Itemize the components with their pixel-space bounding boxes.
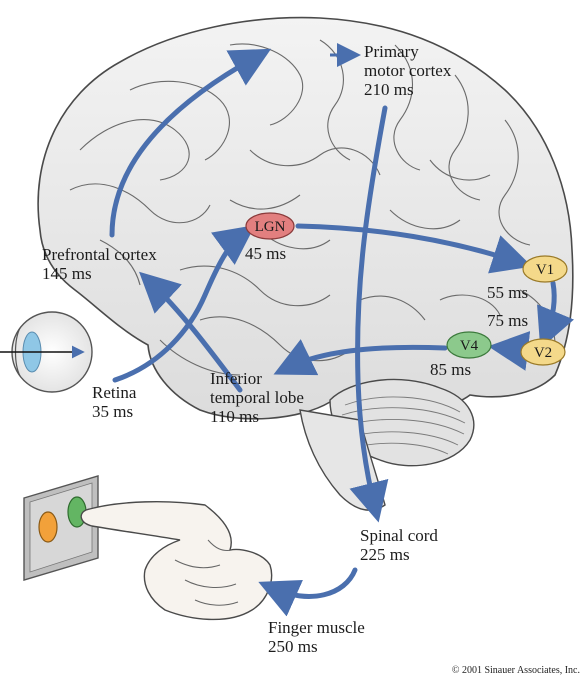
eye-icon — [0, 311, 93, 393]
hand-illustration — [80, 501, 273, 621]
orange-button[interactable] — [38, 511, 58, 543]
node-v2-label: V2 — [534, 345, 552, 361]
retina-time: 35 ms — [92, 402, 134, 421]
lgn-time: 45 ms — [245, 244, 287, 263]
retina-label: Retina — [92, 383, 137, 402]
button-panel — [23, 475, 99, 581]
primary-motor-label: Primary motor cortex — [364, 42, 452, 80]
arrow-retina-to-lgn — [112, 225, 256, 383]
prefrontal-time: 145 ms — [42, 264, 92, 283]
v4-time: 85 ms — [430, 360, 472, 379]
arrow-v2-to-v4 — [488, 331, 531, 371]
node-v2: V2 — [520, 338, 566, 366]
arrow-spinal-to-finger — [258, 567, 358, 617]
arrow-lgn-to-v1 — [295, 223, 533, 274]
spinal-cord-time: 225 ms — [360, 545, 410, 564]
node-v4: V4 — [446, 331, 492, 359]
inferior-temporal-label: Inferior temporal lobe — [210, 369, 304, 407]
inferior-temporal-time: 110 ms — [210, 407, 259, 426]
arrow-v1-to-v2 — [537, 280, 575, 349]
arrow-inferior-to-prefrontal — [139, 271, 243, 393]
node-v1-label: V1 — [536, 262, 554, 278]
primary-motor-time: 210 ms — [364, 80, 414, 99]
spinal-cord-label: Spinal cord — [360, 526, 438, 545]
node-v1: V1 — [522, 255, 568, 283]
arrow-motor-to-spinal — [349, 105, 389, 523]
v2-time: 75 ms — [487, 311, 529, 330]
prefrontal-label: Prefrontal cortex — [42, 245, 157, 264]
node-lgn: LGN — [245, 212, 295, 240]
finger-muscle-label: Finger muscle — [268, 618, 365, 637]
finger-muscle-time: 250 ms — [268, 637, 318, 656]
v1-time: 55 ms — [487, 283, 529, 302]
node-lgn-label: LGN — [255, 219, 286, 235]
arrow-prefrontal-to-motor — [109, 48, 272, 238]
copyright-notice: © 2001 Sinauer Associates, Inc. — [451, 665, 580, 676]
node-v4-label: V4 — [460, 338, 479, 354]
arrow-v4-to-inferior — [273, 339, 448, 376]
